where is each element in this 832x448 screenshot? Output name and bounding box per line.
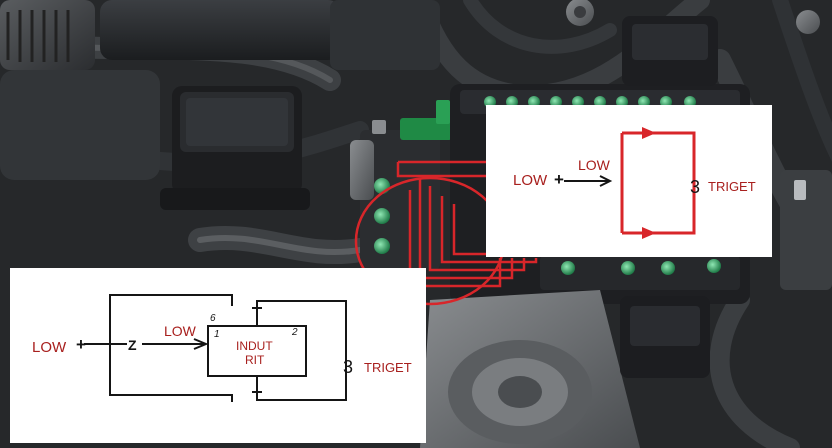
right-number: 3 [690, 177, 701, 197]
left-arrow-label: LOW [164, 323, 196, 339]
red-wires [396, 160, 538, 288]
left-plus-sign: + [76, 335, 86, 354]
callout-panel-left: LOW + Z LOW 6 1 2 INDUT RIT 3 TRIGET [10, 268, 426, 443]
left-input-label: LOW [32, 339, 67, 356]
left-pin-label-in: 1 [214, 329, 220, 340]
top-right-connector [566, 0, 820, 86]
relay-block [160, 86, 310, 210]
left-pin-label-top: 6 [210, 313, 216, 324]
left-pin-label-right: 2 [292, 327, 298, 338]
right-arrow-label: LOW [578, 157, 610, 173]
callout-panel-right: LOW + LOW 3 TRIGET [486, 105, 772, 257]
right-output-label: TRIGET [708, 179, 756, 194]
engine-casting [420, 170, 832, 448]
right-input-label: LOW [513, 172, 548, 189]
callout-right-lines [564, 127, 696, 239]
left-node-label: Z [128, 337, 137, 353]
left-box-label-line1: INDUT [236, 339, 273, 353]
left-output-label: TRIGET [364, 360, 412, 375]
right-plus-sign: + [554, 170, 564, 189]
left-box-label-line2: RIT [245, 353, 265, 367]
left-number: 3 [343, 357, 354, 377]
intake-body [0, 0, 440, 180]
callout-left-lines [84, 294, 347, 402]
